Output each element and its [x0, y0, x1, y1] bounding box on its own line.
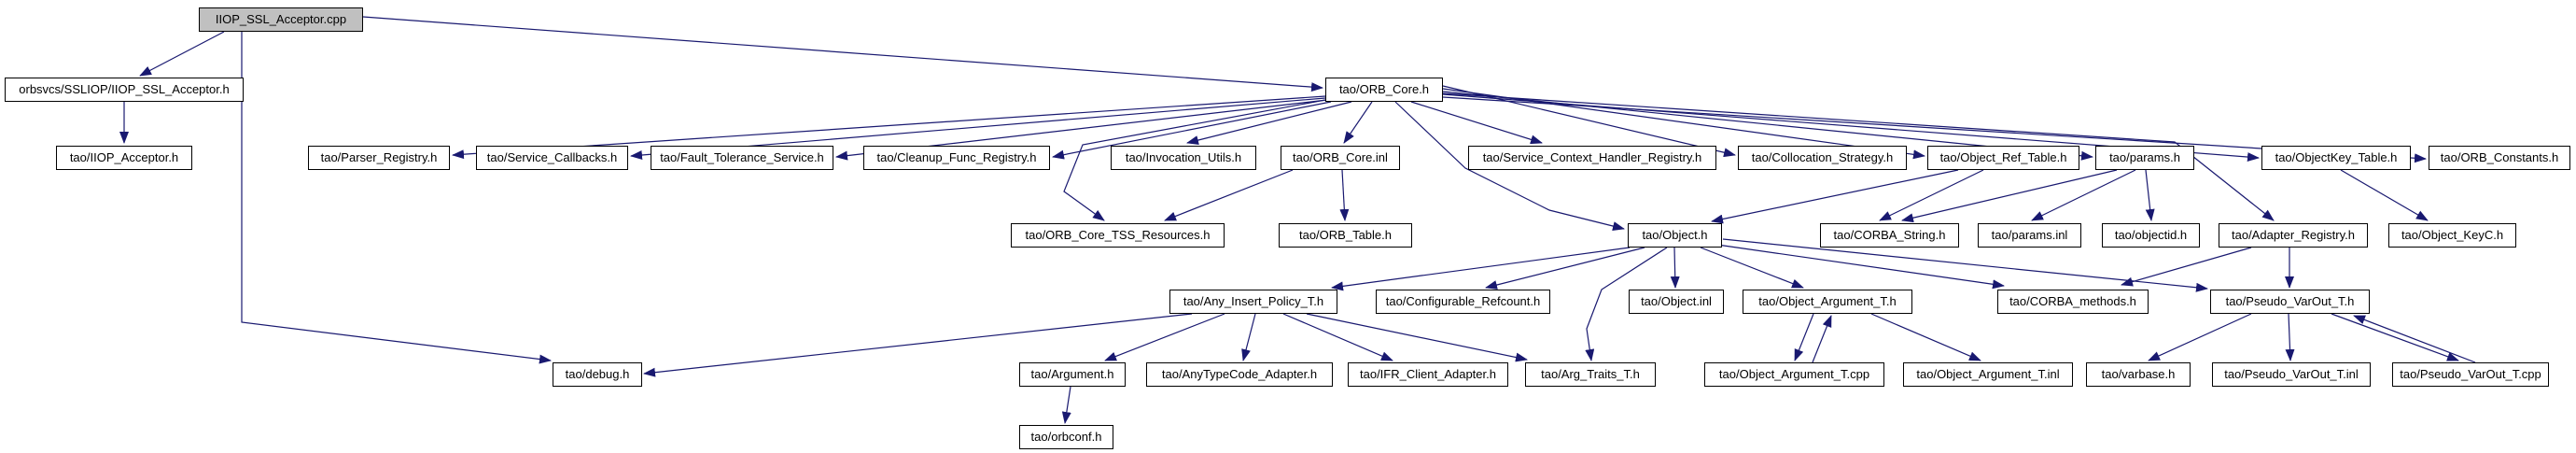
edge-object_h-to-obj_arg_t_h [1700, 247, 1804, 289]
edge-objkey_table-to-object_keyc [2340, 169, 2429, 221]
graph-node-orb_constants[interactable]: tao/ORB_Constants.h [2429, 146, 2570, 170]
edge-object_h-to-object_inl [1670, 247, 1680, 289]
graph-node-config_refcount[interactable]: tao/Configurable_Refcount.h [1376, 290, 1550, 314]
graph-node-orb_core_inl[interactable]: tao/ORB_Core.inl [1281, 146, 1400, 170]
graph-node-orb_table[interactable]: tao/ORB_Table.h [1279, 223, 1412, 248]
edge-any_insert-to-ifr_client [1282, 313, 1393, 361]
edge-orb_core-to-object_h [1394, 101, 1625, 231]
edge-orb_core-to-parser [452, 95, 1326, 160]
edge-cpp-to-sslh [139, 31, 225, 77]
graph-node-iiop_acceptor[interactable]: tao/IIOP_Acceptor.h [56, 146, 192, 170]
edge-params_h-to-objectid [2145, 169, 2155, 221]
edge-obj_ref_table-to-object_h [1711, 169, 1959, 224]
graph-node-object_inl[interactable]: tao/Object.inl [1629, 290, 1724, 314]
edge-pseudo_h-to-pseudo_inl [2285, 313, 2295, 361]
edge-object_h-to-config_refcount [1485, 247, 1645, 290]
graph-node-pseudo_cpp[interactable]: tao/Pseudo_VarOut_T.cpp [2392, 362, 2549, 387]
edge-object_h-to-any_insert [1331, 247, 1631, 291]
graph-node-objectid[interactable]: tao/objectid.h [2102, 223, 2200, 248]
graph-node-cleanup[interactable]: tao/Cleanup_Func_Registry.h [863, 146, 1050, 170]
edge-object_h-to-corba_methods [1716, 244, 2005, 290]
edge-pseudo_h-to-pseudo_cpp [2331, 313, 2459, 361]
edge-any_insert-to-argument [1104, 313, 1225, 361]
graph-node-svc_callbacks[interactable]: tao/Service_Callbacks.h [476, 146, 628, 170]
edge-obj_arg_cpp-to-obj_arg_t_h [1812, 315, 1832, 363]
graph-node-schr[interactable]: tao/Service_Context_Handler_Registry.h [1468, 146, 1716, 170]
edge-orb_core_inl-to-orb_table [1339, 169, 1350, 221]
edge-object_h-to-arg_traits [1585, 247, 1668, 361]
graph-node-fault_tol[interactable]: tao/Fault_Tolerance_Service.h [651, 146, 833, 170]
graph-node-argument[interactable]: tao/Argument.h [1019, 362, 1126, 387]
edge-obj_ref_table-to-corba_string [1879, 169, 1984, 221]
edge-orb_core-to-colloc [1442, 85, 1736, 158]
graph-node-sslh[interactable]: orbsvcs/SSLIOP/IIOP_SSL_Acceptor.h [5, 78, 244, 102]
edge-any_insert-to-debug [643, 313, 1193, 377]
graph-node-tss[interactable]: tao/ORB_Core_TSS_Resources.h [1011, 223, 1225, 248]
edge-adapter_reg-to-corba_methods [2121, 247, 2252, 287]
graph-node-varbase[interactable]: tao/varbase.h [2086, 362, 2191, 387]
graph-node-obj_arg_t_h[interactable]: tao/Object_Argument_T.h [1743, 290, 1912, 314]
graph-node-anytc_adapter[interactable]: tao/AnyTypeCode_Adapter.h [1146, 362, 1333, 387]
edge-orb_core-to-schr [1410, 101, 1543, 145]
edge-pseudo_cpp-to-pseudo_h [2353, 315, 2476, 363]
edge-argument-to-orbconf [1061, 386, 1071, 424]
edge-cpp-to-debug [241, 32, 552, 364]
edge-orb_core-to-adapter_reg [1442, 92, 2275, 221]
graph-node-object_h[interactable]: tao/Object.h [1628, 223, 1722, 248]
graph-node-params_h[interactable]: tao/params.h [2095, 146, 2194, 170]
graph-node-object_keyc[interactable]: tao/Object_KeyC.h [2388, 223, 2516, 248]
graph-node-any_insert[interactable]: tao/Any_Insert_Policy_T.h [1169, 290, 1337, 314]
edge-params_h-to-corba_string [1901, 169, 2118, 223]
graph-node-obj_arg_cpp[interactable]: tao/Object_Argument_T.cpp [1704, 362, 1884, 387]
edge-orb_core_inl-to-tss [1164, 169, 1294, 221]
graph-node-corba_string[interactable]: tao/CORBA_String.h [1820, 223, 1959, 248]
graph-node-obj_arg_inl[interactable]: tao/Object_Argument_T.inl [1903, 362, 2073, 387]
graph-node-params_inl[interactable]: tao/params.inl [1978, 223, 2081, 248]
graph-node-arg_traits[interactable]: tao/Arg_Traits_T.h [1525, 362, 1656, 387]
graph-node-orbconf[interactable]: tao/orbconf.h [1019, 425, 1113, 449]
edge-obj_arg_t_h-to-obj_arg_cpp [1794, 313, 1814, 361]
graph-node-adapter_reg[interactable]: tao/Adapter_Registry.h [2219, 223, 2368, 248]
graph-node-parser[interactable]: tao/Parser_Registry.h [308, 146, 450, 170]
edge-orb_core-to-cleanup [1052, 101, 1332, 160]
graph-node-debug[interactable]: tao/debug.h [553, 362, 642, 387]
edge-params_h-to-params_inl [2031, 169, 2136, 221]
graph-node-corba_methods[interactable]: tao/CORBA_methods.h [1997, 290, 2149, 314]
graph-node-pseudo_inl[interactable]: tao/Pseudo_VarOut_T.inl [2212, 362, 2371, 387]
edge-any_insert-to-anytc_adapter [1241, 313, 1256, 361]
edge-orb_core-to-tss [1063, 99, 1326, 221]
graph-node-orb_core[interactable]: tao/ORB_Core.h [1325, 78, 1443, 102]
graph-node-ifr_client[interactable]: tao/IFR_Client_Adapter.h [1348, 362, 1508, 387]
edge-any_insert-to-arg_traits [1306, 313, 1528, 362]
graph-node-pseudo_h[interactable]: tao/Pseudo_VarOut_T.h [2210, 290, 2370, 314]
graph-node-objkey_table[interactable]: tao/ObjectKey_Table.h [2261, 146, 2411, 170]
edge-cpp-to-orb_core [362, 16, 1323, 92]
graph-node-cpp[interactable]: IIOP_SSL_Acceptor.cpp [199, 7, 363, 32]
graph-node-invocation_utils[interactable]: tao/Invocation_Utils.h [1111, 146, 1256, 170]
edge-orb_core-to-orb_core_inl [1343, 101, 1373, 144]
edge-pseudo_h-to-varbase [2148, 313, 2252, 361]
edge-orb_core-to-invocation_utils [1186, 101, 1352, 145]
edge-obj_arg_t_h-to-obj_arg_inl [1870, 313, 1981, 361]
graph-node-colloc[interactable]: tao/Collocation_Strategy.h [1738, 146, 1907, 170]
graph-node-obj_ref_table[interactable]: tao/Object_Ref_Table.h [1927, 146, 2079, 170]
